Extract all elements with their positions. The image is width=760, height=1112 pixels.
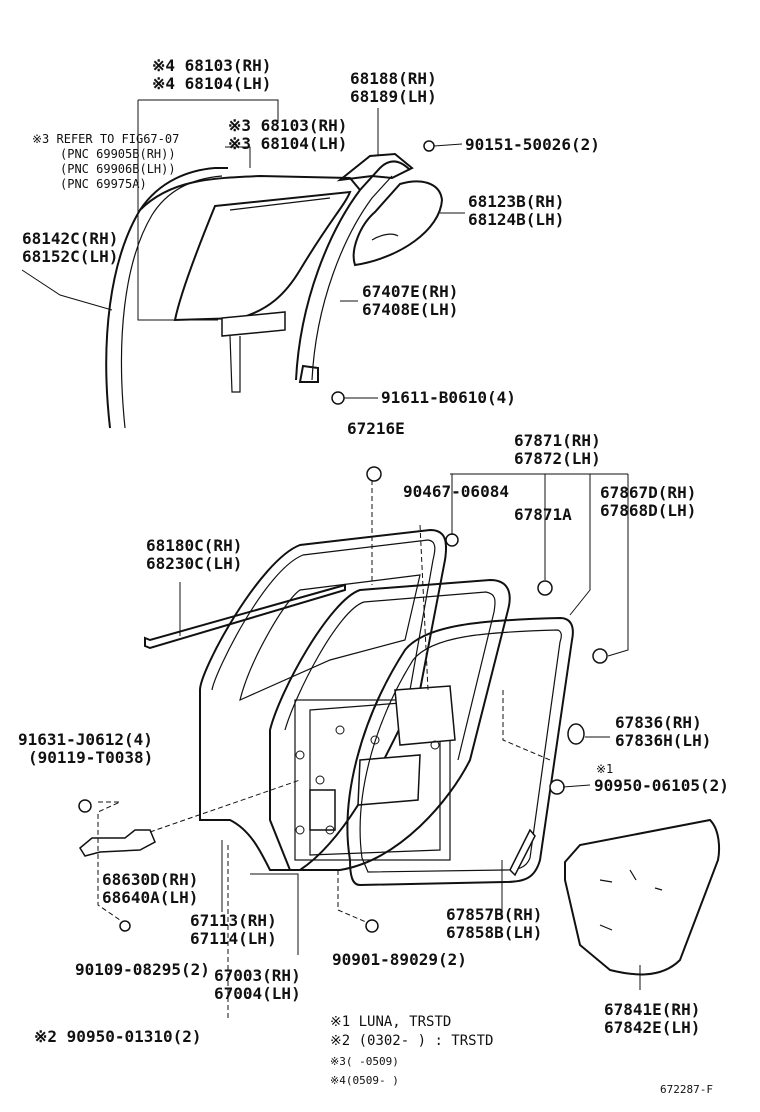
note-1: ※1 LUNA, TRSTD [330,1014,452,1030]
hole-cover [509,828,536,877]
label-weather-rh: 67871(RH) [514,431,601,450]
label-screw1: 90151-50026(2) [465,135,600,154]
label-hole-lh: 67836H(LH) [615,731,712,750]
belt-molding [144,583,346,650]
label-trim-lh: 67842E(LH) [604,1018,701,1037]
label-weather-lh: 67872(LH) [514,449,601,468]
note-3: ※3( -0509) [330,1055,399,1068]
label-division-rh: 67407E(RH) [362,282,459,301]
label-seal-rh: 67113(RH) [190,911,277,930]
door-weatherstrip [346,616,574,887]
run-channel [336,152,414,182]
door-trim-board [564,818,720,976]
label-screw2: 90109-08295(2) [75,960,210,979]
door-glass [173,190,352,322]
glass-bottom-channel [221,311,286,337]
door-hinge [79,829,156,857]
label-quarter-lh: 68124B(LH) [468,210,565,229]
front-channel-inner [120,175,223,429]
label-glass-rh: ※4 68103(RH) [152,56,272,75]
label-pnc2: (PNC 69906B(LH)) [60,162,176,176]
glass-frame-top [139,174,361,211]
label-trim-rh: 67841E(RH) [604,1000,701,1019]
division-bar [298,364,319,383]
front-channel [105,167,228,429]
label-hinge-rh: 68630D(RH) [102,870,199,889]
label-refer: ※3 REFER TO FIG67-07 [32,132,180,146]
label-bolt3: (90119-T0038) [28,748,154,767]
label-panel-lh: 67004(LH) [214,984,301,1003]
label-clip3: 67871A [514,505,572,524]
label-glass-lh: ※4 68104(LH) [152,74,272,93]
label-channel-lh: 68152C(LH) [22,247,119,266]
glass-reflection [229,197,331,211]
label-belt-rh: 68180C(RH) [146,536,243,555]
label-seal-lh: 67114(LH) [190,929,277,948]
quarter-glass [352,180,444,267]
note-2: ※2 (0302- ) : TRSTD [330,1033,494,1049]
label-division-lh: 67408E(LH) [362,300,459,319]
label-hole-rh: 67836(RH) [615,713,702,732]
label-hole2-lh: 67858B(LH) [446,923,543,942]
leader-lines [21,99,641,1020]
label-run-rh: 68188(RH) [350,69,437,88]
inner-panel-detail [294,699,451,861]
label-glass3-rh: ※3 68103(RH) [228,116,348,135]
label-plug: 90950-06105(2) [594,776,729,795]
label-clip4-rh: 67867D(RH) [600,483,697,502]
label-plug2: ※2 90950-01310(2) [34,1027,202,1046]
label-plug-note: ※1 [596,762,614,776]
label-clip2: 90467-06084 [403,482,509,501]
label-hinge-lh: 68640A(LH) [102,888,199,907]
label-bolt1: 91611-B0610(4) [381,388,516,407]
label-glass3-lh: ※3 68104(LH) [228,134,348,153]
label-panel-rh: 67003(RH) [214,966,301,985]
label-bolt2: 91631-J0612(4) [18,730,153,749]
label-pnc3: (PNC 69975A) [60,177,147,191]
label-hole2-rh: 67857B(RH) [446,905,543,924]
label-belt-lh: 68230C(LH) [146,554,243,573]
label-run-lh: 68189(LH) [350,87,437,106]
label-quarter-rh: 68123B(RH) [468,192,565,211]
label-clip1: 67216E [347,419,405,438]
figure-code: 672287-F [660,1083,713,1096]
label-clip4-lh: 67868D(LH) [600,501,697,520]
rear-run [295,160,411,381]
note-4: ※4(0509- ) [330,1074,399,1087]
label-pnc1: (PNC 69905B(RH)) [60,147,176,161]
label-clip5: 90901-89029(2) [332,950,467,969]
label-channel-rh: 68142C(RH) [22,229,119,248]
